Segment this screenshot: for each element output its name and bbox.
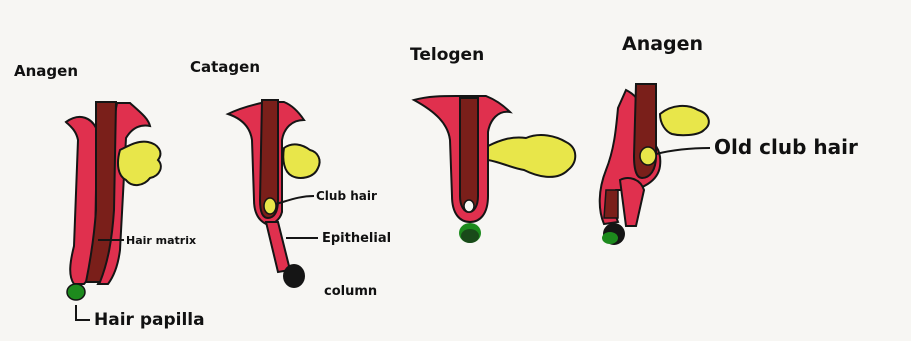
label-epithelial: Epithelial	[322, 231, 391, 246]
stage-title-anagen-1: Anagen	[14, 62, 78, 80]
stage-telogen: Telogen	[410, 45, 575, 243]
label-old-club-hair: Old club hair	[714, 135, 858, 159]
old-club-hair-leader	[656, 148, 710, 154]
club-hair-bulb	[464, 200, 474, 212]
outer-root-sheath-lower	[620, 178, 644, 226]
club-hair-bulb	[264, 198, 276, 214]
hair-shaft-lower	[604, 190, 618, 218]
stage-title-telogen: Telogen	[410, 45, 484, 65]
stage-catagen: Club hair Epithelial column Catagen	[190, 58, 391, 299]
label-hair-matrix: Hair matrix	[126, 234, 196, 247]
label-hair-papilla: Hair papilla	[94, 310, 205, 330]
sebaceous-gland	[660, 106, 709, 135]
sebaceous-gland	[283, 144, 319, 178]
dermal-papilla-shadow	[461, 229, 479, 243]
stage-title-catagen: Catagen	[190, 58, 260, 76]
hair-papilla-leader	[76, 305, 90, 320]
label-club-hair: Club hair	[316, 189, 377, 203]
dermal-papilla-green	[602, 232, 618, 244]
hair-papilla	[67, 284, 85, 300]
label-column: column	[324, 284, 377, 299]
stage-anagen-1: Hair matrix Hair papilla Anagen	[14, 62, 205, 330]
stage-title-anagen-2: Anagen	[622, 33, 703, 55]
sebaceous-gland	[118, 142, 161, 185]
epithelial-column	[266, 222, 290, 272]
stage-anagen-2: Old club hair Anagen	[600, 33, 858, 245]
old-club-hair	[640, 147, 656, 165]
dermal-papilla	[283, 264, 305, 288]
sebaceous-gland	[488, 135, 575, 177]
hair-shaft	[460, 98, 478, 212]
